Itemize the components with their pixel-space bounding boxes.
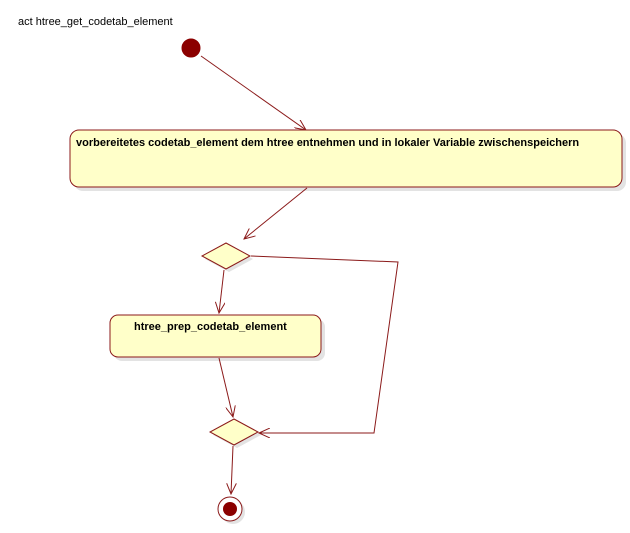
edge-merge-to-final [231,445,233,494]
diagram-title: act htree_get_codetab_element [18,16,173,28]
merge-node[interactable] [208,418,261,448]
edge-decision-to-htree-prep [219,269,224,313]
action-htree-prep-codetab-element[interactable]: htree_prep_codetab_element [109,314,325,361]
initial-node[interactable] [181,38,201,58]
edge-htree-prep-to-merge [218,357,233,417]
edge-prepare-to-decision [244,187,308,239]
action-prepare-element[interactable]: vorbereitetes codetab_element dem htree … [69,129,626,191]
edge-initial-to-prepare [200,55,306,130]
action-prepare-label: vorbereitetes codetab_element dem htree … [76,137,579,149]
edge-decision-bypass-to-merge [250,255,399,433]
final-node[interactable] [217,496,245,524]
action-htree-prep-label: htree_prep_codetab_element [134,321,287,333]
decision-node[interactable] [200,242,253,272]
